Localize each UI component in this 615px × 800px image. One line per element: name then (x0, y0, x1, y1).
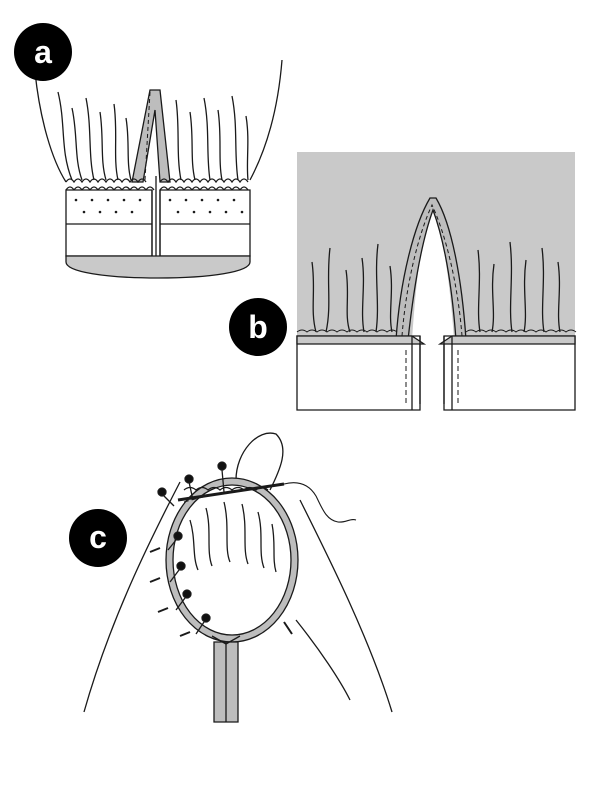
tack-marks (149, 547, 293, 637)
step-badge-a: a (14, 23, 72, 81)
step-label-c: c (89, 519, 107, 555)
gather-lines-right (175, 95, 249, 181)
cuff-ruffle-right (159, 178, 249, 184)
placket-opening (412, 200, 454, 340)
fabric-fold-top (235, 432, 284, 491)
cuff-ruffle-left (65, 178, 147, 184)
cuff-bottom-rim (65, 255, 251, 279)
interfacing-dots (74, 198, 244, 214)
step-label-b: b (248, 309, 268, 345)
sleeve-outline-left (34, 71, 67, 183)
sleeve-outline-c-left (83, 481, 181, 713)
pin (217, 461, 227, 493)
step-label-a: a (34, 34, 52, 70)
gather-lines-left (57, 91, 132, 181)
pins-group (157, 461, 227, 635)
cuff-ring-inner (172, 484, 292, 636)
pin (175, 589, 192, 611)
sleeve-outline-c-right (299, 499, 393, 713)
inner-gathers-c (183, 486, 277, 573)
pin (169, 561, 186, 583)
sleeve-placket (131, 89, 171, 183)
step-c-pinning-illustration (83, 432, 393, 723)
pin (184, 474, 194, 501)
step-badge-b: b (229, 298, 287, 356)
pin (167, 531, 183, 551)
step-a-cuff-illustration (34, 59, 283, 279)
step-b-placket-illustration (296, 152, 577, 411)
cuff-piece-right (443, 335, 576, 411)
gather-lines-b (311, 241, 561, 333)
step-badge-c: c (69, 509, 127, 567)
sleeve-outline-right (249, 59, 283, 181)
sewing-thread (283, 482, 357, 523)
cuff-body-right (159, 189, 251, 257)
pin (195, 613, 211, 635)
pin (157, 487, 175, 507)
cuff-piece-left (296, 335, 421, 411)
